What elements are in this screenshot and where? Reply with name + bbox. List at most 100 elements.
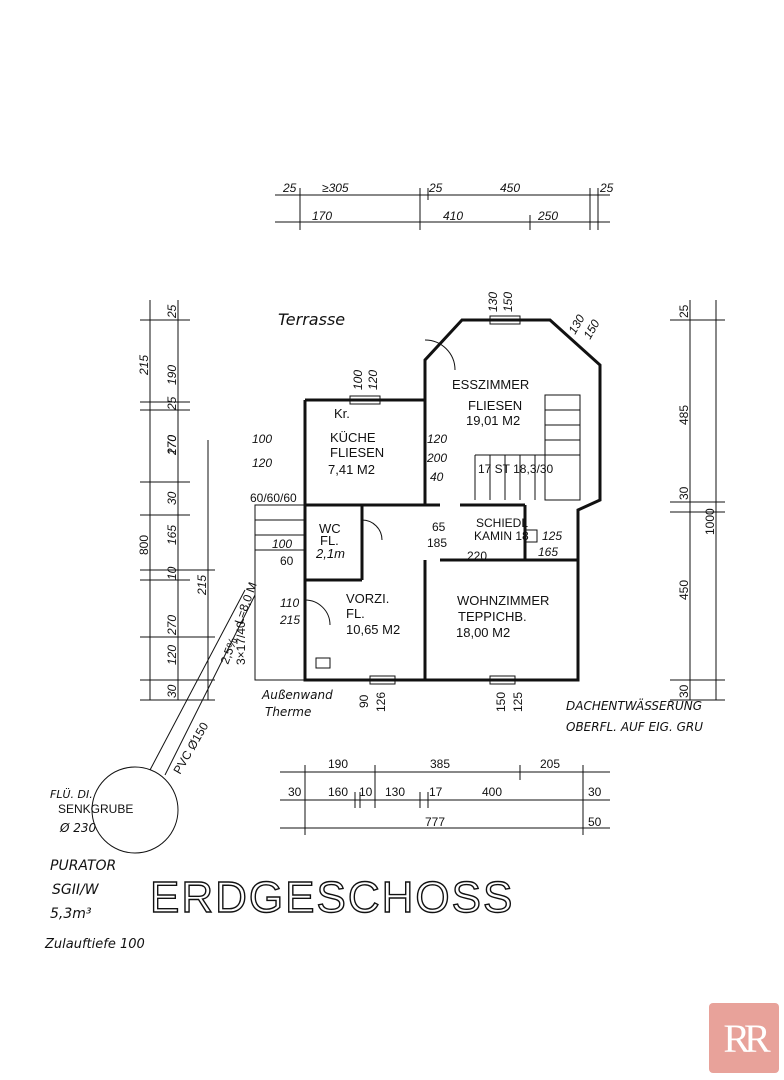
label-tank-1: FLÜ. DI. — [50, 788, 93, 801]
dim-220: 220 — [467, 549, 487, 563]
label-kamin: KAMIN 18 — [474, 529, 529, 543]
dim-left-270b: 270 — [165, 435, 179, 456]
rr-logo-text: RR — [723, 1016, 770, 1061]
room-vorzi-name: VORZI. — [346, 591, 389, 606]
label-slope-length: L=8,0 M — [232, 580, 260, 626]
dim-win-150a: 150 — [501, 292, 515, 312]
dim-top-25b: 25 — [428, 181, 443, 195]
label-60-60-60: 60/60/60 — [250, 491, 297, 505]
dim-bottom-50: 50 — [588, 815, 602, 829]
bottom-dimension-chain: 190 385 205 30 160 10 130 17 400 30 777 … — [280, 757, 610, 835]
room-esszimmer-floor: FLIESEN — [468, 398, 522, 413]
dim-bottom-130: 130 — [385, 785, 405, 799]
label-pipe: PVC Ø150 — [170, 720, 211, 777]
dim-bottom-385: 385 — [430, 757, 450, 771]
dim-left-190: 190 — [165, 365, 179, 385]
dim-left-165: 165 — [165, 525, 179, 545]
dim-185: 185 — [427, 536, 447, 550]
dim-125: 125 — [542, 529, 562, 543]
dim-left-30b: 30 — [165, 684, 179, 698]
label-drain-2: OBERFL. AUF EIG. GRU — [566, 720, 703, 734]
dim-win-150: 150 — [494, 692, 508, 712]
label-schiedl: SCHIEDL — [476, 516, 528, 530]
label-terrasse: Terrasse — [278, 310, 345, 329]
room-esszimmer-area: 19,01 M2 — [466, 413, 520, 428]
label-stair: 17 ST 18,3/30 — [478, 462, 553, 476]
room-wc-name: WC — [319, 521, 341, 536]
dim-side-120: 120 — [252, 456, 272, 470]
room-esszimmer-name: ESSZIMMER — [452, 377, 529, 392]
dim-left-170: 170 — [165, 435, 179, 455]
rr-logo: RR — [709, 1003, 779, 1073]
dim-bottom-30b: 30 — [588, 785, 602, 799]
label-purator-2: SGII/W — [52, 882, 100, 898]
room-wc-floor: FL. — [320, 533, 339, 548]
dim-bottom-10: 10 — [359, 785, 373, 799]
room-vorzi-area: 10,65 M2 — [346, 622, 400, 637]
top-dimension-chain: 25 ≥305 25 450 25 170 410 250 — [275, 181, 614, 230]
dim-bottom-17: 17 — [429, 785, 443, 799]
dim-top-410: 410 — [443, 209, 463, 223]
left-dimension-chain: 25 190 25 170 30 165 10 270 120 30 215 2… — [137, 300, 215, 701]
dim-side-100: 100 — [252, 432, 272, 446]
label-tank-2: SENKGRUBE — [58, 802, 133, 816]
dim-bottom-205: 205 — [540, 757, 560, 771]
dim-bottom-30: 30 — [288, 785, 302, 799]
room-wc-area: 2,1m — [315, 546, 345, 561]
dim-left-30: 30 — [165, 491, 179, 505]
dim-left-215: 215 — [137, 355, 151, 376]
label-drain-1: DACHENTWÄSSERUNG — [566, 698, 702, 713]
room-wohnzimmer-area: 18,00 M2 — [456, 625, 510, 640]
dim-right-485: 485 — [677, 405, 691, 425]
dim-right-450: 450 — [677, 580, 691, 600]
dim-right-25: 25 — [677, 304, 691, 318]
dim-bottom-400: 400 — [482, 785, 502, 799]
dim-165: 165 — [538, 545, 558, 559]
label-therme: Therme — [265, 705, 311, 719]
dim-65: 65 — [432, 520, 446, 534]
dim-top-305: ≥305 — [322, 181, 349, 195]
dim-right-30: 30 — [677, 486, 691, 500]
dim-win-200: 200 — [426, 451, 447, 465]
dim-side-100b: 100 — [272, 537, 292, 551]
dim-left-total: 800 — [137, 535, 151, 555]
dim-win-126: 126 — [374, 692, 388, 712]
dim-win-90: 90 — [357, 694, 371, 708]
label-purator-3: 5,3m³ — [50, 906, 92, 922]
label-tank-3: Ø 230 — [59, 821, 97, 835]
label-aussenwand: Außenwand — [261, 688, 333, 702]
dim-left-215b: 215 — [195, 575, 209, 596]
room-kueche-name: KÜCHE — [330, 430, 376, 445]
dim-top-25c: 25 — [599, 181, 614, 195]
purator-note: PURATOR SGII/W 5,3m³ Zulauftiefe 100 — [44, 858, 145, 952]
dim-win-120: 120 — [366, 370, 380, 390]
dim-side-60: 60 — [280, 554, 294, 568]
dim-left-25: 25 — [165, 304, 179, 319]
dim-win-125: 125 — [511, 692, 525, 712]
dim-bottom-190: 190 — [328, 757, 348, 771]
room-wohnzimmer-floor: TEPPICHB. — [458, 609, 527, 624]
dim-win-100: 100 — [351, 370, 365, 390]
label-zulauf: Zulauftiefe 100 — [44, 937, 145, 952]
room-kueche-prefix: Kr. — [334, 406, 350, 421]
room-labels: ESSZIMMER FLIESEN 19,01 M2 Kr. KÜCHE FLI… — [315, 377, 549, 640]
room-vorzi-floor: FL. — [346, 606, 365, 621]
dim-win-120b: 120 — [427, 432, 447, 446]
opening-dimensions: 130 150 130 150 100 120 120 200 40 100 1… — [252, 292, 603, 712]
dim-right-30b: 30 — [677, 684, 691, 698]
dim-top-450: 450 — [500, 181, 520, 195]
dim-top-170: 170 — [312, 209, 332, 223]
dim-left-10: 10 — [165, 566, 179, 580]
septic-tank: FLÜ. DI. SENKGRUBE Ø 230 — [50, 589, 256, 854]
label-steps: 3×17/40 — [234, 621, 248, 665]
dim-bottom-160: 160 — [328, 785, 348, 799]
right-dimension-chain: 25 485 30 450 30 1000 — [670, 300, 725, 701]
dim-bottom-total: 777 — [425, 815, 445, 829]
plan-title: ERDGESCHOSS — [150, 873, 514, 922]
dim-left-120: 120 — [165, 645, 179, 665]
room-wohnzimmer-name: WOHNZIMMER — [457, 593, 549, 608]
room-kueche-area: 7,41 M2 — [328, 462, 375, 477]
dim-win-40: 40 — [430, 470, 444, 484]
dim-left-25b: 25 — [165, 396, 179, 411]
